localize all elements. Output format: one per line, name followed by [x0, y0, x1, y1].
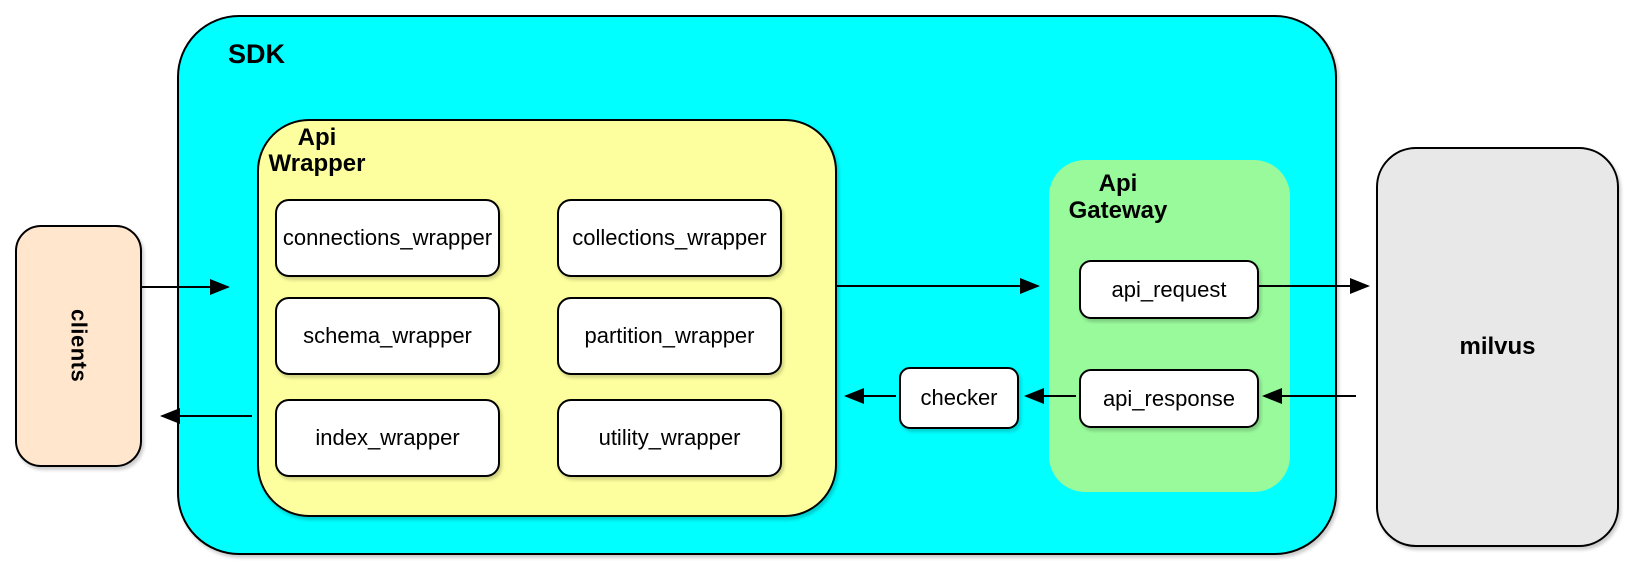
checker-node: checker	[899, 367, 1019, 429]
api-gateway-label-line1: Api	[1098, 170, 1138, 197]
api-request-box: api_request	[1079, 260, 1259, 319]
index-wrapper-box: index_wrapper	[275, 399, 500, 477]
utility-wrapper-box: utility_wrapper	[557, 399, 782, 477]
api-response-box: api_response	[1079, 369, 1259, 428]
api-wrapper-label-line1: Api	[297, 124, 337, 151]
connections-wrapper-box: connections_wrapper	[275, 199, 500, 277]
milvus-node: milvus	[1376, 147, 1619, 547]
sdk-label: SDK	[228, 39, 286, 69]
api-wrapper-container: Api Wrapper connections_wrapper collecti…	[257, 119, 837, 517]
clients-node: clients	[15, 225, 142, 467]
collections-wrapper-box: collections_wrapper	[557, 199, 782, 277]
sdk-container: SDK Api Wrapper connections_wrapper coll…	[177, 15, 1337, 555]
schema-wrapper-box: schema_wrapper	[275, 297, 500, 375]
api-gateway-label: Api Gateway	[1063, 170, 1173, 224]
api-wrapper-label-line2: Wrapper	[268, 150, 366, 177]
api-gateway-label-line2: Gateway	[1068, 197, 1168, 224]
partition-wrapper-box: partition_wrapper	[557, 297, 782, 375]
api-wrapper-label: Api Wrapper	[259, 125, 375, 177]
api-gateway-container: Api Gateway api_request api_response	[1049, 160, 1290, 492]
clients-label: clients	[66, 309, 92, 383]
